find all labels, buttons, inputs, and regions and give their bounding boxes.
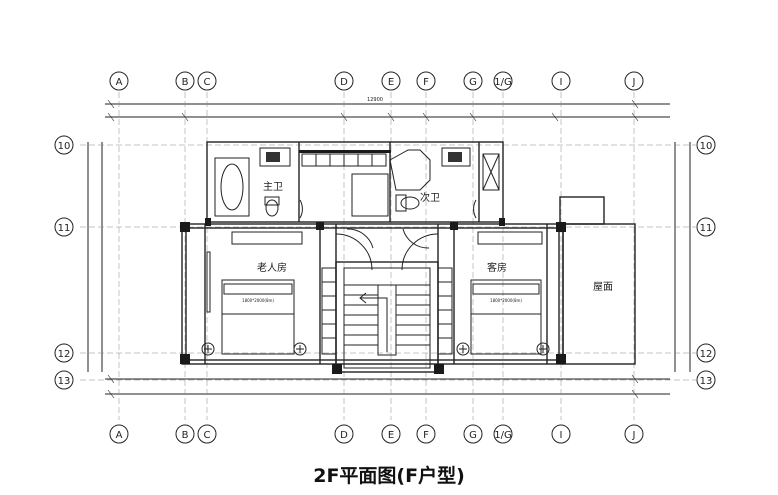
grid-col-bottom-B-circle xyxy=(175,424,195,444)
grid-col-bottom-C-circle xyxy=(197,424,217,444)
grid-col-bottom-I-circle xyxy=(551,424,571,444)
grid-row-right-10-circle xyxy=(696,135,716,155)
window-left xyxy=(206,251,211,313)
sink-master xyxy=(259,147,291,167)
grid-col-bottom-B-label: B xyxy=(182,430,189,441)
room-guest: 客房 xyxy=(487,261,507,274)
grid-col-top-J-circle xyxy=(624,71,644,91)
grid-row-left-12-label: 12 xyxy=(58,349,71,360)
grid-col-bottom-C-label: C xyxy=(204,430,211,441)
bed-elder xyxy=(201,231,307,356)
wall-columns xyxy=(180,150,566,374)
grid-row-right-10-label: 10 xyxy=(700,141,713,152)
grid-col-top-J-label: J xyxy=(632,77,636,88)
grid-col-bottom-I-label: I xyxy=(560,430,563,441)
grid-col-top-A-label: A xyxy=(116,77,123,88)
grid-col-bottom-D-label: D xyxy=(340,430,348,441)
grid-col-bottom-E-label: E xyxy=(388,430,394,441)
grid-row-left-13-circle xyxy=(54,370,74,390)
staircase xyxy=(343,267,431,369)
room-master-bath: 主卫 xyxy=(263,181,283,193)
grid-col-bottom-A-label: A xyxy=(116,430,123,441)
grid-col-top-C-circle xyxy=(197,71,217,91)
grid-col-top-F-label: F xyxy=(423,77,429,88)
grid-row-right-11-circle xyxy=(696,217,716,237)
grid-col-top-I-circle xyxy=(551,71,571,91)
grid-col-bottom-J-circle xyxy=(624,424,644,444)
grid-row-left-13-label: 13 xyxy=(58,376,71,387)
grid-col-top-1/G-circle xyxy=(493,71,513,91)
grid-row-right-11-label: 11 xyxy=(700,223,713,234)
grid-col-top-G-circle xyxy=(463,71,483,91)
wardrobe-shelves xyxy=(301,153,389,217)
dimension-lines xyxy=(87,99,691,399)
grid-col-top-F-circle xyxy=(416,71,436,91)
wardrobes xyxy=(321,267,453,355)
sink-second xyxy=(441,147,471,167)
grid-row-left-11-circle xyxy=(54,217,74,237)
bed-guest xyxy=(456,231,550,356)
grid-col-bottom-1/G-label: 1/G xyxy=(494,430,511,441)
grid-row-left-12-circle xyxy=(54,343,74,363)
grid-col-bottom-E-circle xyxy=(381,424,401,444)
grid-row-left-10-label: 10 xyxy=(58,141,71,152)
shower-screen xyxy=(389,149,431,191)
walls xyxy=(181,141,636,373)
room-roof: 屋面 xyxy=(593,281,613,293)
grid-col-top-1/G-label: 1/G xyxy=(494,77,511,88)
axis-lines xyxy=(80,92,696,420)
toilet-master xyxy=(264,196,280,217)
toilet-second xyxy=(395,194,420,212)
grid-row-right-12-circle xyxy=(696,343,716,363)
doors xyxy=(299,199,477,271)
room-second-bath: 次卫 xyxy=(420,191,440,204)
grid-row-left-11-label: 11 xyxy=(58,223,71,234)
bed-size-guest: 1800*2000(8m) xyxy=(490,298,522,303)
overall-dimension: 12900 xyxy=(367,97,383,103)
grid-row-right-13-label: 13 xyxy=(700,376,713,387)
shaft xyxy=(482,153,500,191)
grid-col-bottom-G-circle xyxy=(463,424,483,444)
room-elder: 老人房 xyxy=(257,261,287,274)
grid-col-top-D-circle xyxy=(334,71,354,91)
grid-col-bottom-A-circle xyxy=(109,424,129,444)
grid-col-top-E-label: E xyxy=(388,77,394,88)
grid-col-top-E-circle xyxy=(381,71,401,91)
grid-col-top-D-label: D xyxy=(340,77,348,88)
bed-size-elder: 1800*2000(8m) xyxy=(242,298,274,303)
grid-row-right-12-label: 12 xyxy=(700,349,713,360)
grid-col-bottom-J-label: J xyxy=(632,430,636,441)
bathtub xyxy=(214,157,250,217)
grid-col-top-A-circle xyxy=(109,71,129,91)
grid-col-bottom-G-label: G xyxy=(469,430,477,441)
grid-col-top-G-label: G xyxy=(469,77,477,88)
grid-col-bottom-D-circle xyxy=(334,424,354,444)
grid-col-top-B-label: B xyxy=(182,77,189,88)
grid-col-top-I-label: I xyxy=(560,77,563,88)
grid-row-right-13-circle xyxy=(696,370,716,390)
grid-col-bottom-F-label: F xyxy=(423,430,429,441)
grid-row-left-10-circle xyxy=(54,135,74,155)
grid-col-top-B-circle xyxy=(175,71,195,91)
grid-col-bottom-F-circle xyxy=(416,424,436,444)
grid-col-top-C-label: C xyxy=(204,77,211,88)
grid-col-bottom-1/G-circle xyxy=(493,424,513,444)
drawing-title: 2F平面图(F户型) xyxy=(313,465,465,487)
